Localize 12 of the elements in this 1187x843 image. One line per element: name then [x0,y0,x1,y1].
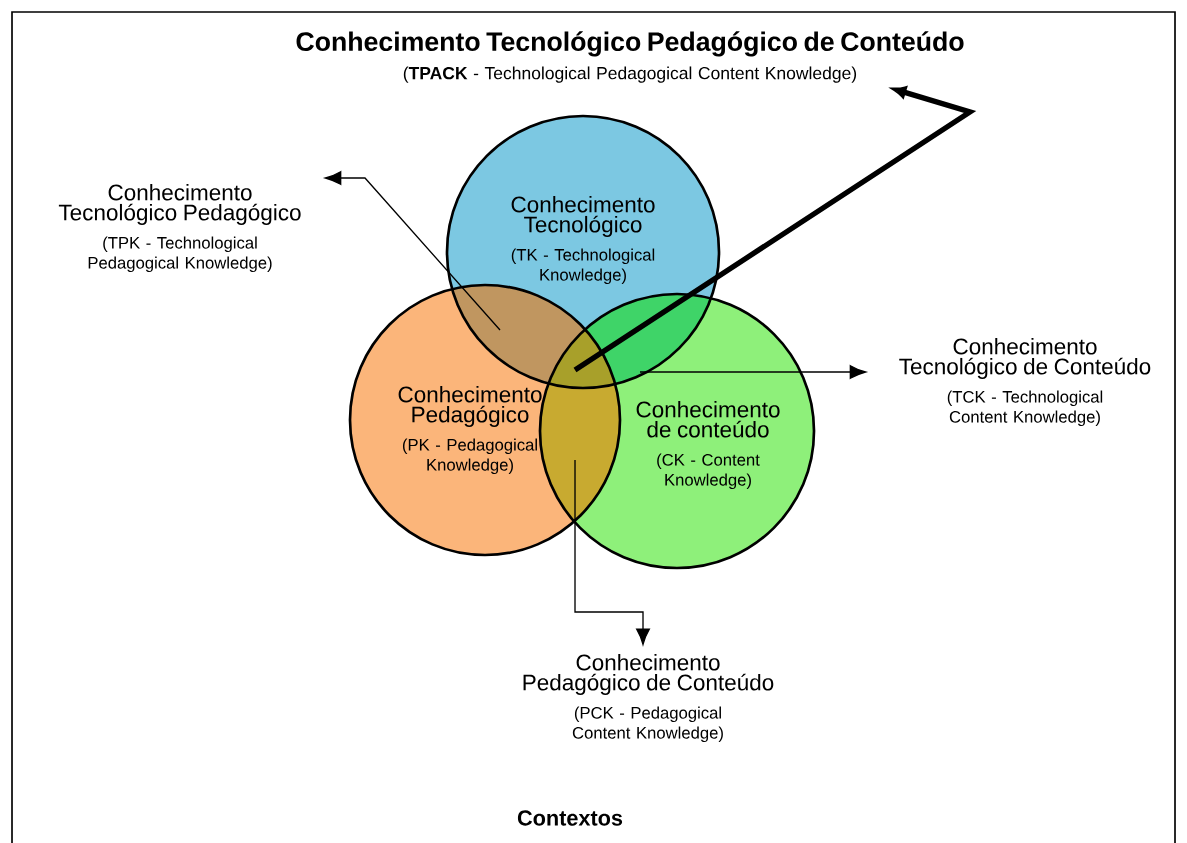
heading: Conhecimento Tecnológico Pedagógico de Conteúdo (TPACK - Technological Pedagogical Content Knowledge) [296,31,964,83]
leader-text: Conhecimento Tecnológico Pedagógico (TPK - Technological Pedagogical Knowledge) [58,183,301,273]
overlap-region [540,383,620,522]
leader-text: Conhecimento Pedagógico de Conteúdo (PCK - Pedagogical Content Knowledge) [523,653,774,743]
overlap-region [548,329,616,388]
leader-arrow [324,171,501,331]
context-label: Contextos [517,810,623,826]
leader-text: Conhecimento Tecnológico de Conteúdo (TCK - Technological Content Knowledge) [899,337,1151,427]
leader-arrow [639,365,867,379]
leader-arrow [574,459,650,646]
overlap-region [452,285,585,384]
leader-arrow [573,86,977,373]
